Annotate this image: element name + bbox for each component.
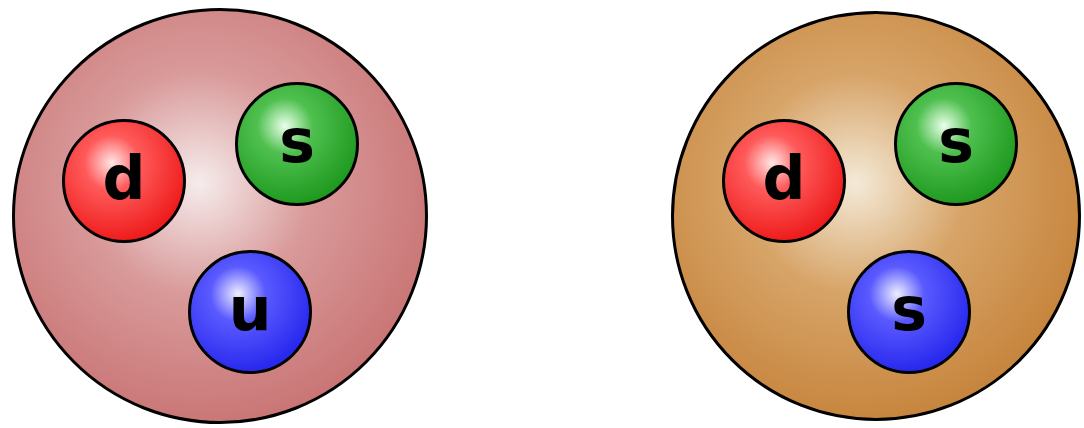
- quark-circle: d: [62, 119, 186, 243]
- label-wrap: u: [188, 250, 312, 374]
- circle-fill: [896, 84, 1017, 205]
- circle-fill: [724, 121, 845, 242]
- quark-letter: u: [229, 279, 272, 339]
- label-wrap: s: [235, 82, 359, 206]
- label-wrap: d: [62, 119, 186, 243]
- quark-letter: s: [891, 279, 927, 339]
- baryon-circle: d s s: [671, 11, 1081, 421]
- circle-fill: [64, 121, 185, 242]
- quark-letter: s: [279, 111, 315, 171]
- quark-letter: d: [103, 148, 146, 208]
- quark-circle: d: [722, 119, 846, 243]
- baryon-circle: d s u: [12, 8, 428, 424]
- quark-letter: s: [938, 111, 974, 171]
- label-wrap: s: [847, 250, 971, 374]
- label-wrap: d: [722, 119, 846, 243]
- quark-circle: s: [235, 82, 359, 206]
- circle-fill: [237, 84, 358, 205]
- circle-fill: [14, 10, 427, 423]
- quark-letter: d: [763, 148, 806, 208]
- circle-fill: [673, 13, 1080, 420]
- quark-circle: s: [894, 82, 1018, 206]
- circle-fill: [190, 252, 311, 373]
- circle-fill: [849, 252, 970, 373]
- label-wrap: s: [894, 82, 1018, 206]
- quark-circle: s: [847, 250, 971, 374]
- quark-circle: u: [188, 250, 312, 374]
